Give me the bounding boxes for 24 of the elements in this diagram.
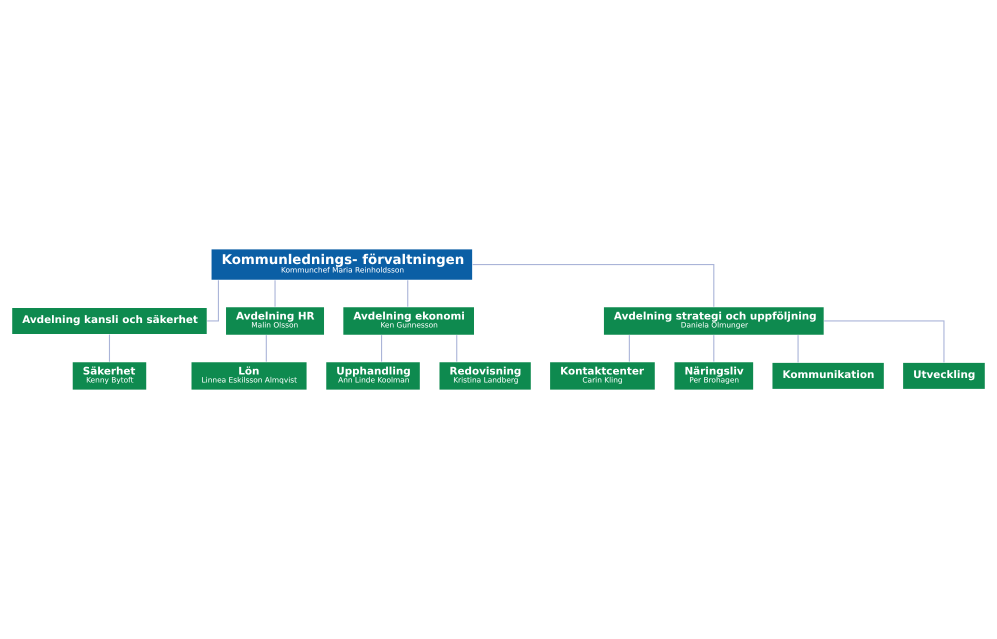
- connector: [274, 280, 276, 307]
- connector: [407, 280, 408, 307]
- node-box: Upphandling Ann Linde Koolman: [326, 361, 421, 390]
- connector: [266, 335, 267, 362]
- node-box: Avdelning HR Malin Olsson: [225, 306, 325, 336]
- connector: [472, 264, 714, 307]
- node-box: Utveckling: [902, 362, 986, 390]
- node-box: Kommunlednings- förvaltningen Kommunchef Maria Reinholdsson: [210, 248, 473, 281]
- connector: [456, 335, 458, 362]
- connector: [824, 320, 945, 362]
- node-box: Avdelning strategi och uppföljning Daniela Ölmunger: [603, 306, 824, 336]
- node-box: Säkerhet Kenny Bytoft: [72, 361, 147, 390]
- connector: [713, 335, 714, 362]
- node-box: Avdelning ekonomi Ken Gunnesson: [342, 306, 475, 336]
- node-box: Lön Linnea Eskilsson Almqvist: [190, 361, 308, 390]
- connector: [108, 334, 110, 362]
- connector: [798, 335, 799, 362]
- node-box: Kontaktcenter Carin Kling: [549, 361, 656, 390]
- connector: [381, 335, 382, 362]
- node-box: Kommunikation: [772, 362, 885, 390]
- connector: [628, 335, 630, 362]
- node-box: Redovisning Kristina Landberg: [438, 361, 532, 390]
- node-box: Näringsliv Per Brohagen: [674, 361, 754, 390]
- node-box: Avdelning kansli och säkerhet: [11, 307, 208, 335]
